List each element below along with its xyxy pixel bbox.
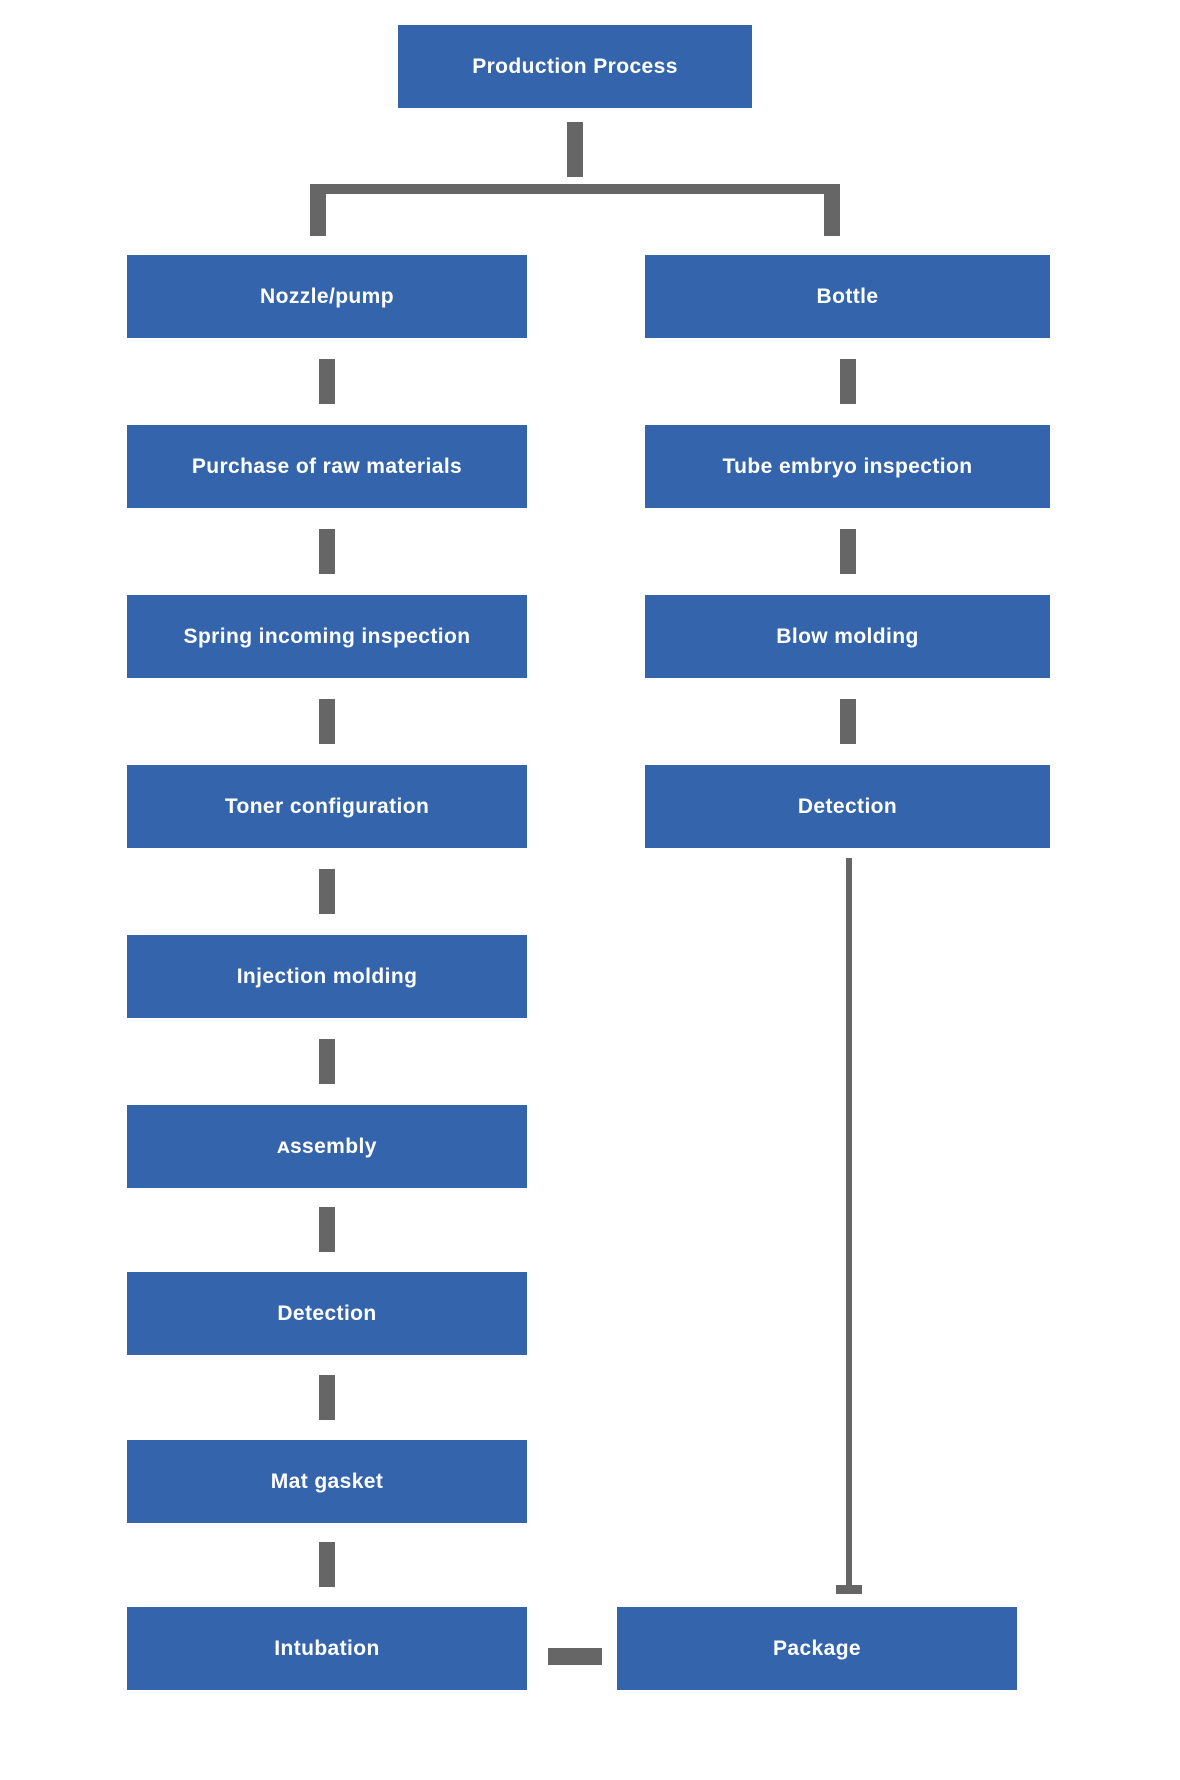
node-injection-molding: Injection molding: [127, 935, 527, 1018]
connector-branch-hline: [310, 184, 840, 194]
node-spring-incoming-inspection: Spring incoming inspection: [127, 595, 527, 678]
connector-left-stub-5: [319, 1039, 335, 1084]
node-toner-configuration: Toner configuration: [127, 765, 527, 848]
node-blow-molding: Blow molding: [645, 595, 1050, 678]
connector-left-stub-7: [319, 1375, 335, 1420]
connector-left-stub-8: [319, 1542, 335, 1587]
connector-detection-package-cap: [836, 1585, 862, 1594]
node-detection-left: Detection: [127, 1272, 527, 1355]
connector-left-stub-2: [319, 529, 335, 574]
connector-left-stub-6: [319, 1207, 335, 1252]
node-tube-embryo-inspection: Tube embryo inspection: [645, 425, 1050, 508]
connector-right-stub-2: [840, 529, 856, 574]
connector-right-stub-1: [840, 359, 856, 404]
node-purchase-of-raw-materials: Purchase of raw materials: [127, 425, 527, 508]
connector-intubation-package-dash: [548, 1648, 602, 1665]
connector-root-stub: [567, 122, 583, 177]
connector-left-stub-3: [319, 699, 335, 744]
node-bottle: Bottle: [645, 255, 1050, 338]
node-mat-gasket: Mat gasket: [127, 1440, 527, 1523]
node-package: Package: [617, 1607, 1017, 1690]
connector-detection-package-line: [846, 858, 852, 1585]
node-detection-right: Detection: [645, 765, 1050, 848]
connector-branch-drop-right: [824, 184, 840, 236]
node-nozzle-pump: Nozzle/pump: [127, 255, 527, 338]
connector-left-stub-1: [319, 359, 335, 404]
connector-branch-drop-left: [310, 184, 326, 236]
connector-right-stub-3: [840, 699, 856, 744]
connector-left-stub-4: [319, 869, 335, 914]
node-assembly: ᴀssembly: [127, 1105, 527, 1188]
node-intubation: Intubation: [127, 1607, 527, 1690]
node-production-process: Production Process: [398, 25, 752, 108]
